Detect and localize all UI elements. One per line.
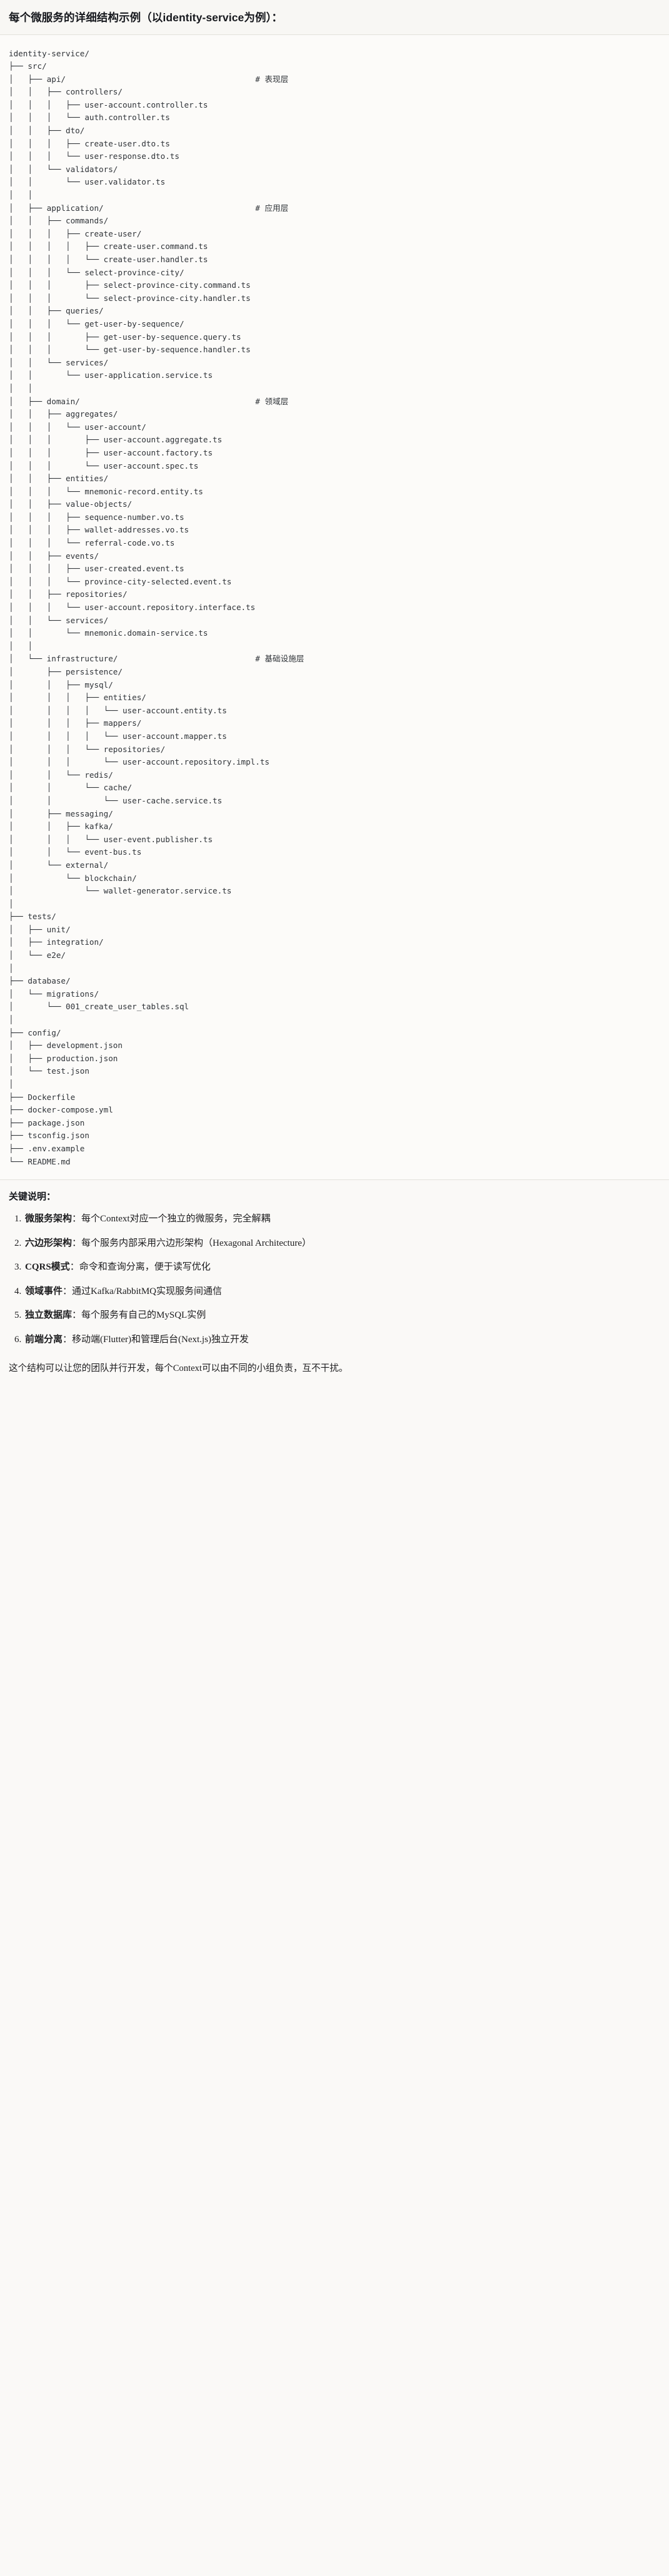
key-note-description: ：移动端(Flutter)和管理后台(Next.js)独立开发	[63, 1334, 249, 1345]
key-note-term: CQRS模式	[25, 1262, 70, 1273]
key-note-item: 独立数据库：每个服务有自己的MySQL实例	[24, 1308, 660, 1323]
directory-tree: identity-service/ ├── src/ │ ├── api/ # …	[9, 48, 304, 1166]
key-note-term: 前端分离	[25, 1334, 63, 1345]
divider-top	[0, 34, 669, 35]
key-note-term: 领域事件	[25, 1286, 63, 1296]
key-note-item: CQRS模式：命令和查询分离，便于读写优化	[24, 1260, 660, 1275]
key-notes-list: 微服务架构：每个Context对应一个独立的微服务，完全解耦六边形架构：每个服务…	[9, 1212, 660, 1347]
closing-paragraph: 这个结构可以让您的团队并行开发，每个Context可以由不同的小组负责，互不干扰…	[9, 1363, 348, 1374]
document-page: 每个微服务的详细结构示例（以identity-service为例）： ident…	[0, 0, 669, 1388]
key-note-item: 领域事件：通过Kafka/RabbitMQ实现服务间通信	[24, 1285, 660, 1299]
page-title: 每个微服务的详细结构示例（以identity-service为例）：	[9, 11, 283, 24]
key-note-item: 六边形架构：每个服务内部采用六边形架构（Hexagonal Architectu…	[24, 1236, 660, 1251]
key-note-term: 独立数据库	[25, 1310, 73, 1321]
directory-tree-block: identity-service/ ├── src/ │ ├── api/ # …	[0, 34, 669, 1180]
key-note-description: ：每个服务有自己的MySQL实例	[72, 1310, 206, 1321]
key-note-term: 微服务架构	[25, 1214, 73, 1224]
key-note-description: ：每个服务内部采用六边形架构（Hexagonal Architecture）	[72, 1238, 311, 1248]
key-note-description: ：每个Context对应一个独立的微服务，完全解耦	[72, 1214, 271, 1224]
key-note-item: 微服务架构：每个Context对应一个独立的微服务，完全解耦	[24, 1212, 660, 1226]
key-note-description: ：通过Kafka/RabbitMQ实现服务间通信	[63, 1286, 222, 1296]
title-bar: 每个微服务的详细结构示例（以identity-service为例）：	[0, 0, 669, 34]
key-note-description: ：命令和查询分离，便于读写优化	[69, 1262, 211, 1273]
key-note-item: 前端分离：移动端(Flutter)和管理后台(Next.js)独立开发	[24, 1333, 660, 1347]
key-notes-heading: 关键说明：	[9, 1191, 56, 1203]
divider-bottom	[0, 1179, 669, 1181]
key-notes-section: 关键说明： 微服务架构：每个Context对应一个独立的微服务，完全解耦六边形架…	[0, 1180, 669, 1353]
key-note-term: 六边形架构	[25, 1238, 73, 1248]
